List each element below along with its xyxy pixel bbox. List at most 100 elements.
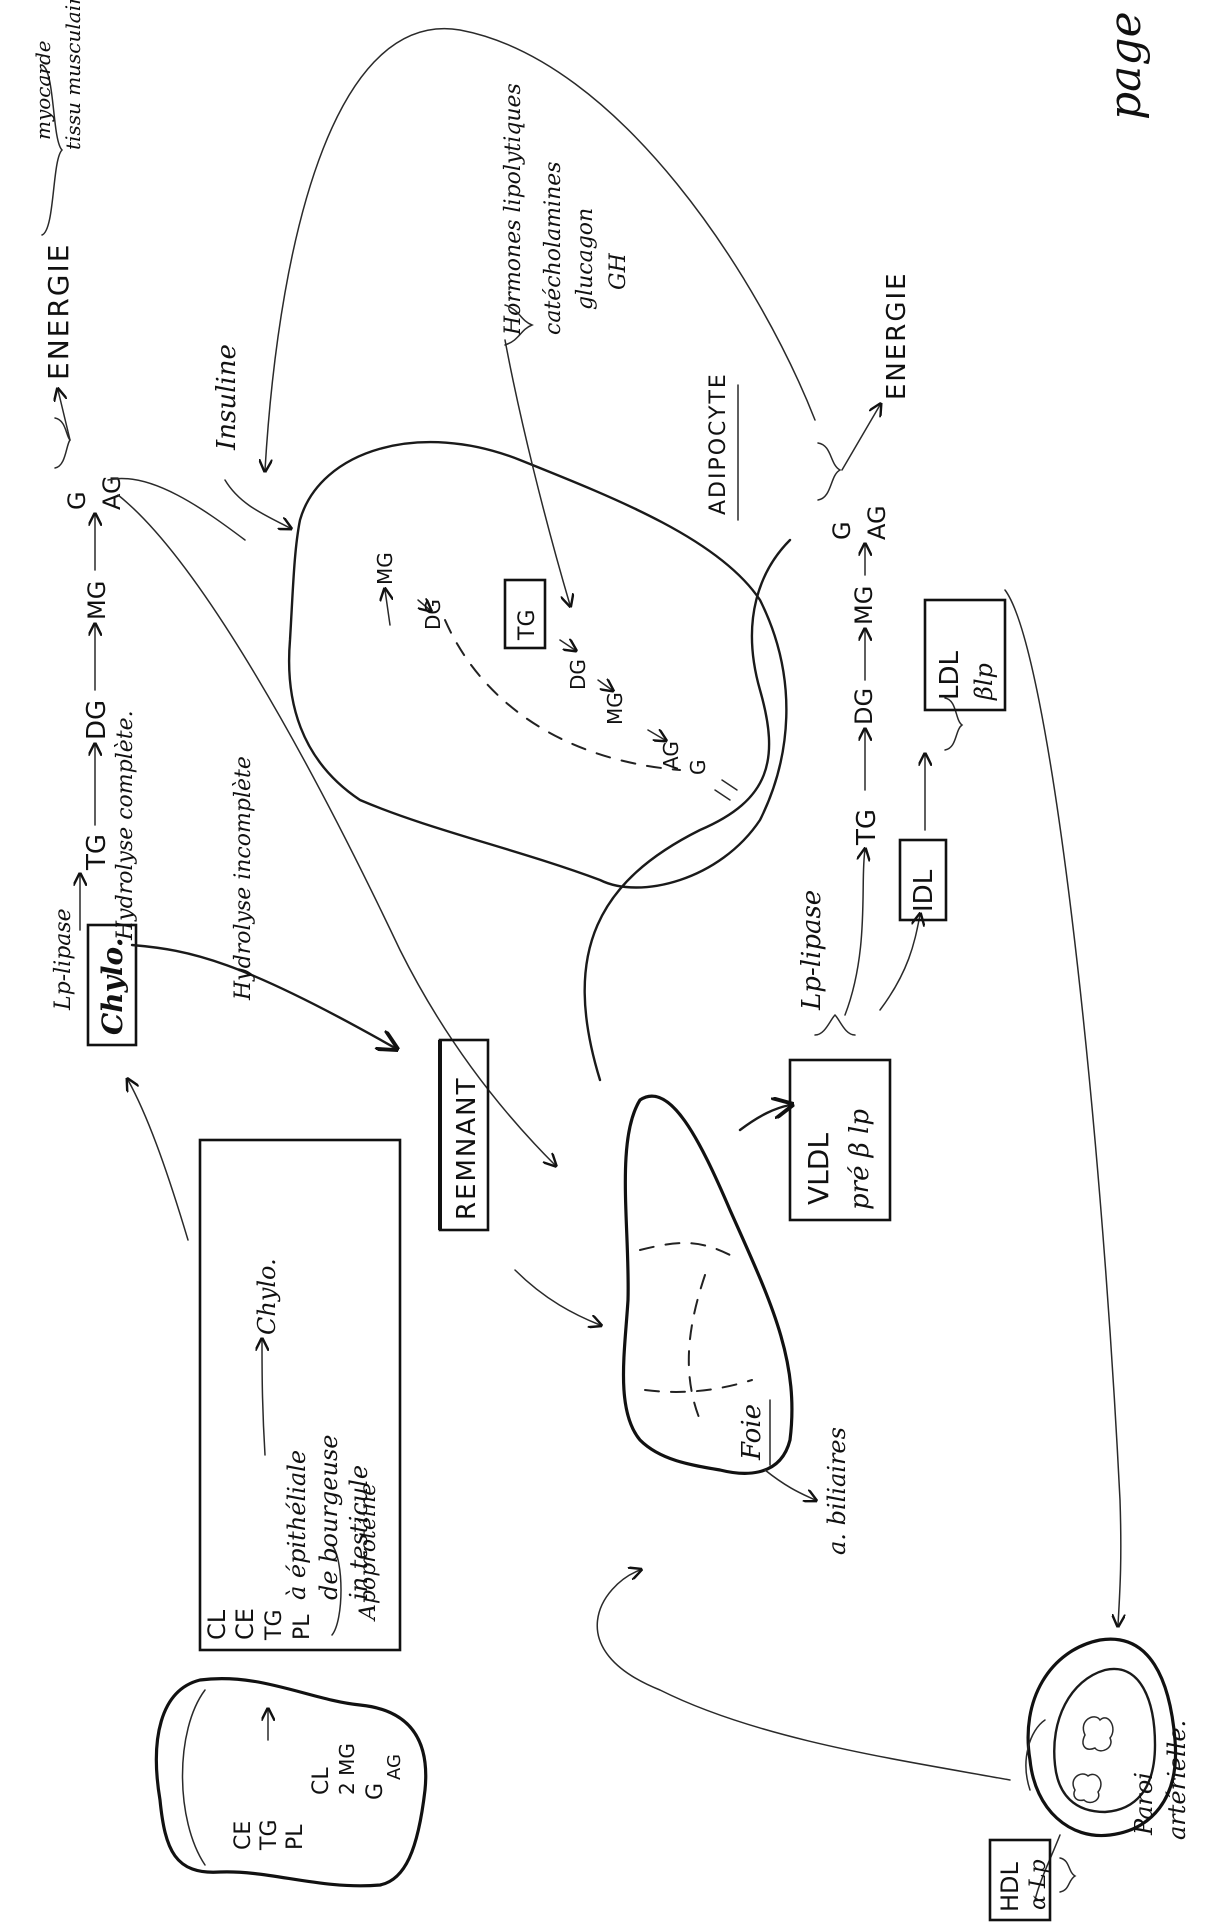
chylo-complete-hydrolysis: Hydrolyse complète. [113,710,138,941]
box-to-chylo-arrow [128,1080,189,1241]
ag-to-adipocyte-curve [107,477,246,541]
top-brace [54,417,72,469]
inner-mg-bottom: MG [603,692,627,725]
chylo-formation-frame [198,1138,402,1652]
remnant-label: REMNANT [452,1077,482,1221]
inner-arrow-dg2 [559,640,575,650]
intestine-outline [154,1677,428,1888]
chylo-item-ce: CE [231,1608,259,1640]
intestine-mg: 2 MG [335,1743,359,1795]
inner-ag: AG [659,741,683,770]
hormone-catecholamines: catécholamines [541,161,566,335]
inner-g: G [686,760,710,776]
top-ag: AG [98,475,126,510]
inner-arrow-ag [647,730,665,740]
top-g: G [63,491,91,510]
intestine-tg: TG [257,1820,282,1852]
chylo-item-pl: PL [290,1614,315,1640]
liver-lobe-line-1 [639,1242,731,1256]
chylo-lp-lipase: Lp-lipase [51,908,76,1011]
ldl-to-artery-arrow [1004,589,1121,1625]
hdl-sublabel: α Lp [1026,1859,1051,1910]
vldl: VLDL pré β lp [788,1013,892,1222]
liver: Foie a. biliaires [583,538,1011,1781]
ag-to-liver-curve [117,494,555,1165]
vldl-dg: DG [850,688,878,725]
vldl-sublabel: pré β lp [845,1109,875,1210]
vldl-label: VLDL [802,1133,835,1205]
inner-exit-marks [714,779,738,801]
remnant-to-liver-arrow [514,1269,600,1325]
intestine-inner-curve [181,1689,206,1866]
liver-lobe-line-3 [644,1379,753,1393]
energie-target-myocarde: myocarde [31,40,55,140]
inner-arrow-mg [385,590,390,626]
vldl-to-energie-arrow [841,405,880,471]
artery-plaque-1 [1082,1716,1114,1752]
vldl-brace [814,1013,856,1036]
liver-to-vldl-arrow [738,1105,790,1132]
chylo-formation-arrow [262,1340,265,1456]
hdl-label: HDL [996,1861,1024,1912]
chylo: Chylo. Lp-lipase Hydrolyse complète. Hyd… [51,710,395,1048]
top-dg: DG [82,700,112,740]
hormone-gh: GH [606,252,631,290]
inner-dg-bottom: DG [566,659,590,690]
liver-to-biliary-arrow [764,1469,815,1500]
hormone-glucagon: glucagon [573,208,598,310]
adipocyte-label: ADIPOCYTE [706,372,731,515]
adipocyte: ADIPOCYTE Insuline Hormones lipolytiques… [212,27,816,889]
top-energie: ENERGIE [42,243,75,380]
vldl-ag: AG [863,505,891,540]
inner-dashed-pathway [444,619,681,771]
page-label-text: page 2 [1100,0,1151,120]
vldl-box [788,1058,892,1222]
vldl-g-ag-brace [817,442,842,501]
intestine-ag: AG [384,1754,405,1780]
chylo-formation-box: CL CE TG PL Chylo. à épithéliale de bour… [128,1080,402,1652]
top-tg: TG [82,834,112,871]
arterial-wall: Paroi artérielle. [1025,1637,1191,1901]
vldl-energie: ENERGIE [882,271,912,400]
chylo-item-cl: CL [203,1609,231,1640]
vldl-to-tg-arrow [844,850,865,1016]
biliary-label: a. biliaires [823,1427,851,1555]
liver-outline [621,1094,794,1475]
top-chain: TG DG MG G AG ENERGIE myocarde tissu mus… [31,0,555,1165]
intestine-cl: CL [309,1767,334,1795]
artery-side-mark [1025,1719,1046,1791]
chylo-note-3: in testicule [345,1465,373,1600]
chylo-box-label: Chylo. [96,938,129,1035]
inner-tg: TG [515,610,540,642]
inner-tg-box [503,578,547,650]
hdl: HDL α Lp [988,1838,1077,1922]
artery-outer [1026,1637,1178,1838]
top-to-energie-arrow [58,390,71,441]
artery-to-liver-loop [596,1570,1011,1781]
hormones-title: Hormones lipolytiques [501,83,526,336]
idl-box [898,838,948,922]
chylo-item-tg: TG [262,1610,287,1642]
artery-label-line2: artérielle. [1163,1720,1191,1840]
adipocyte-inner-chain: MG DG TG DG MG AG G [373,552,738,801]
remnant: REMNANT [438,1038,600,1325]
adipocyte-outline [287,440,788,889]
ldl-sublabel: βlp [970,663,998,701]
idl-label: IDL [909,869,939,912]
insulin-label: Insuline [212,344,242,451]
chylo-to-remnant-arrow [130,943,395,1048]
inner-mg-top: MG [373,552,397,585]
vldl-tg: TG [852,809,882,846]
artery-inner [1053,1667,1157,1814]
chylo-formation-notes: à épithéliale de bourgeuse in testicule [283,1435,373,1600]
vldl-chain: Lp-lipase TG DG MG G AG ENERGIE IDL [797,271,1121,1625]
vldl-to-idl-arrow [879,915,920,1011]
reesterification-loop [265,27,816,470]
ldl-brace [944,697,964,751]
inner-arrow-mg2 [597,680,612,690]
chylo-box-frame [86,923,138,1047]
page-label: page 2 [1100,0,1151,120]
energie-targets-brace [41,64,64,236]
top-mg: MG [83,581,111,620]
